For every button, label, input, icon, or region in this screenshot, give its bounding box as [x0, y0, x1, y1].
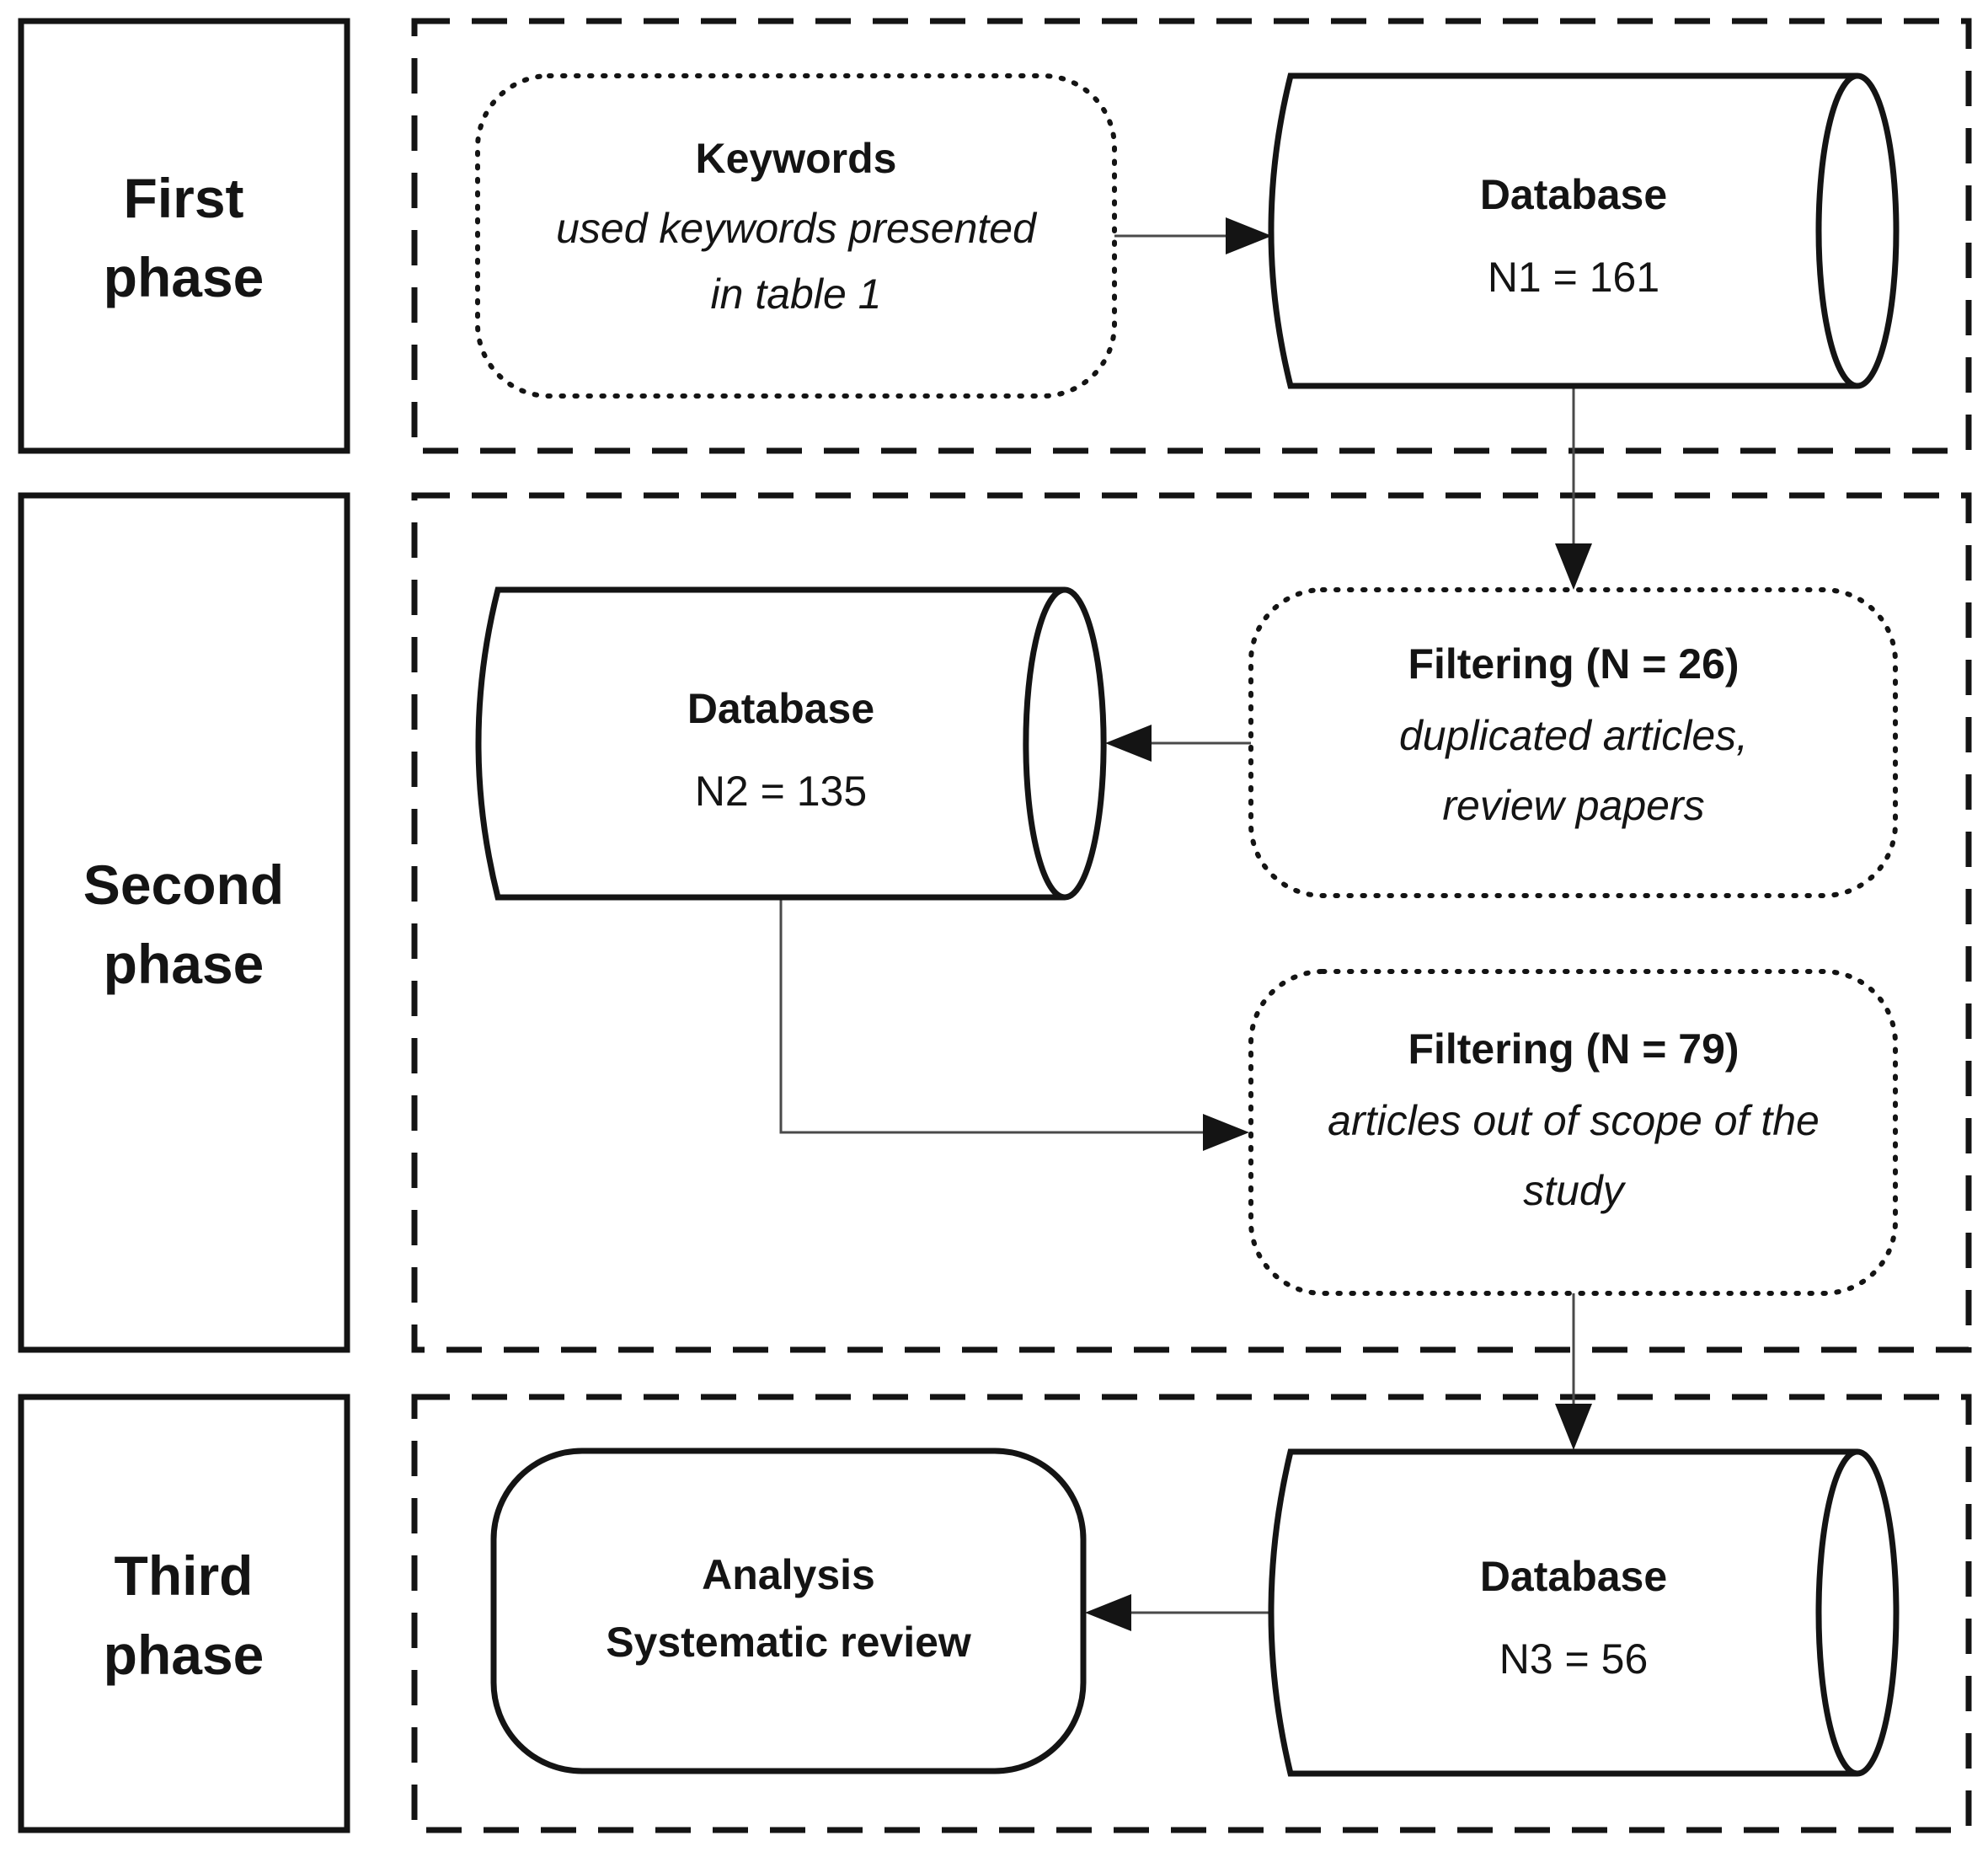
analysis-line2: Systematic review — [606, 1619, 971, 1666]
filtering1-box — [1248, 587, 1898, 898]
keywords-title: Keywords — [696, 135, 897, 182]
database1-count: N1 = 161 — [1488, 254, 1659, 301]
third-phase-box — [18, 1394, 350, 1833]
first-phase-label-line2: phase — [104, 246, 265, 308]
phase-label-second: Second phase — [18, 492, 350, 1353]
phase-label-first: First phase — [18, 18, 350, 454]
filtering1-title: Filtering (N = 26) — [1408, 640, 1739, 688]
connector-db2-to-filter2 — [779, 897, 1206, 1134]
third-phase-label-line1: Third — [115, 1544, 254, 1607]
database3-cylinder — [1268, 1448, 1900, 1777]
analysis-node: Analysis Systematic review — [490, 1448, 1087, 1774]
filtering1-desc-line2: review papers — [1442, 782, 1704, 829]
third-phase-label-line2: phase — [104, 1624, 265, 1686]
filtering1-node: Filtering (N = 26) duplicated articles, … — [1248, 587, 1898, 898]
second-phase-label-line1: Second — [83, 854, 284, 916]
third-phase-container — [411, 1394, 1972, 1833]
keywords-box — [475, 73, 1117, 399]
first-phase-box — [18, 18, 350, 454]
database2-title: Database — [687, 685, 874, 732]
filtering2-box — [1248, 969, 1898, 1296]
second-phase-box — [18, 492, 350, 1353]
keywords-node: Keywords used keywords presented in tabl… — [475, 73, 1117, 399]
filtering2-desc-line2: study — [1523, 1167, 1627, 1214]
database2-node: Database N2 = 135 — [475, 586, 1107, 901]
arrowhead-right-db1 — [1226, 217, 1272, 254]
first-phase-label-line1: First — [123, 167, 243, 229]
connectors — [779, 217, 1592, 1631]
database2-count: N2 = 135 — [695, 768, 867, 815]
database3-node: Database N3 = 56 — [1268, 1448, 1900, 1777]
keywords-desc-line2: in table 1 — [711, 270, 882, 318]
phase-label-third: Third phase — [18, 1394, 350, 1833]
database2-cylinder-lens — [1023, 586, 1066, 901]
keywords-desc-line1: used keywords presented — [556, 205, 1038, 252]
filtering2-node: Filtering (N = 79) articles out of scope… — [1248, 969, 1898, 1296]
database3-title: Database — [1480, 1553, 1667, 1600]
arrowhead-left-db2 — [1105, 725, 1152, 762]
database2-cylinder — [475, 586, 1107, 901]
filtering2-title: Filtering (N = 79) — [1408, 1025, 1739, 1073]
second-phase-label-line2: phase — [104, 933, 265, 995]
database1-cylinder — [1268, 72, 1900, 389]
arrowhead-right-filter2 — [1203, 1114, 1249, 1151]
analysis-line1: Analysis — [702, 1551, 875, 1598]
filtering2-desc-line1: articles out of scope of the — [1328, 1097, 1820, 1144]
second-phase-container — [411, 492, 1972, 1353]
first-phase-container — [411, 18, 1972, 454]
filtering1-desc-line1: duplicated articles, — [1399, 712, 1748, 759]
database1-node: Database N1 = 161 — [1268, 72, 1900, 389]
database3-cylinder-lens — [1815, 1448, 1858, 1777]
database1-title: Database — [1480, 171, 1667, 218]
database3-count: N3 = 56 — [1499, 1635, 1649, 1683]
arrowhead-down-filter1 — [1555, 543, 1592, 590]
arrowhead-left-analysis — [1085, 1594, 1131, 1631]
analysis-box — [490, 1448, 1087, 1774]
database1-cylinder-lens — [1815, 72, 1858, 389]
arrowhead-down-db3 — [1555, 1404, 1592, 1450]
